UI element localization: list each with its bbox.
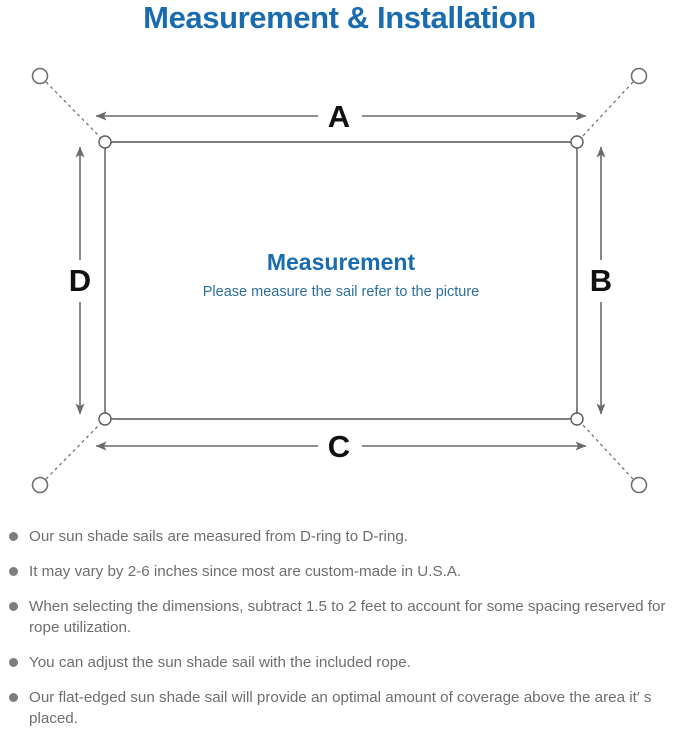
list-item: You can adjust the sun shade sail with t… — [0, 652, 679, 673]
bullet-icon — [9, 602, 18, 611]
rope-top-left — [45, 81, 102, 139]
anchor-post-top-left-icon — [31, 67, 49, 85]
dimension-label-c: C — [328, 429, 350, 464]
anchor-post-top-right-icon — [630, 67, 648, 85]
rope-lines — [45, 81, 634, 480]
d-ring-bottom-left-icon — [98, 412, 112, 426]
list-item: It may vary by 2-6 inches since most are… — [0, 561, 679, 582]
d-ring-top-left-icon — [98, 135, 112, 149]
d-ring-bottom-right-icon — [570, 412, 584, 426]
sail-body — [104, 141, 578, 420]
page-title: Measurement & Installation — [143, 0, 536, 35]
anchor-post-bottom-left-icon — [31, 476, 49, 494]
bullet-icon — [9, 532, 18, 541]
bullet-icon — [9, 567, 18, 576]
list-item-text: It may vary by 2-6 inches since most are… — [29, 563, 462, 580]
list-item-text: You can adjust the sun shade sail with t… — [29, 654, 411, 671]
anchor-post-bottom-right-icon — [630, 476, 648, 494]
rope-bottom-left — [45, 422, 102, 480]
list-item-text: Our flat-edged sun shade sail will provi… — [29, 689, 652, 727]
d-rings — [98, 135, 584, 426]
list-item-text: When selecting the dimensions, subtract … — [29, 598, 666, 636]
anchor-posts — [31, 67, 648, 494]
diagram-center-heading: Measurement — [267, 249, 416, 275]
measurement-diagram: A C D B Measurement Please measure the s… — [0, 48, 679, 518]
dimension-label-a: A — [328, 99, 350, 134]
bullet-icon — [9, 693, 18, 702]
list-item: Our flat-edged sun shade sail will provi… — [0, 687, 679, 729]
list-item-text: Our sun shade sails are measured from D-… — [29, 528, 408, 545]
diagram-center-subheading: Please measure the sail refer to the pic… — [203, 284, 479, 300]
measurement-diagram-svg: A C D B Measurement Please measure the s… — [31, 67, 648, 494]
dimension-label-d: D — [69, 263, 91, 298]
list-item: Our sun shade sails are measured from D-… — [0, 526, 679, 547]
notes-list: Our sun shade sails are measured from D-… — [0, 526, 679, 743]
rope-bottom-right — [580, 422, 634, 480]
rope-top-right — [580, 81, 634, 139]
bullet-icon — [9, 658, 18, 667]
list-item: When selecting the dimensions, subtract … — [0, 596, 679, 638]
dimension-label-b: B — [590, 263, 612, 298]
d-ring-top-right-icon — [570, 135, 584, 149]
